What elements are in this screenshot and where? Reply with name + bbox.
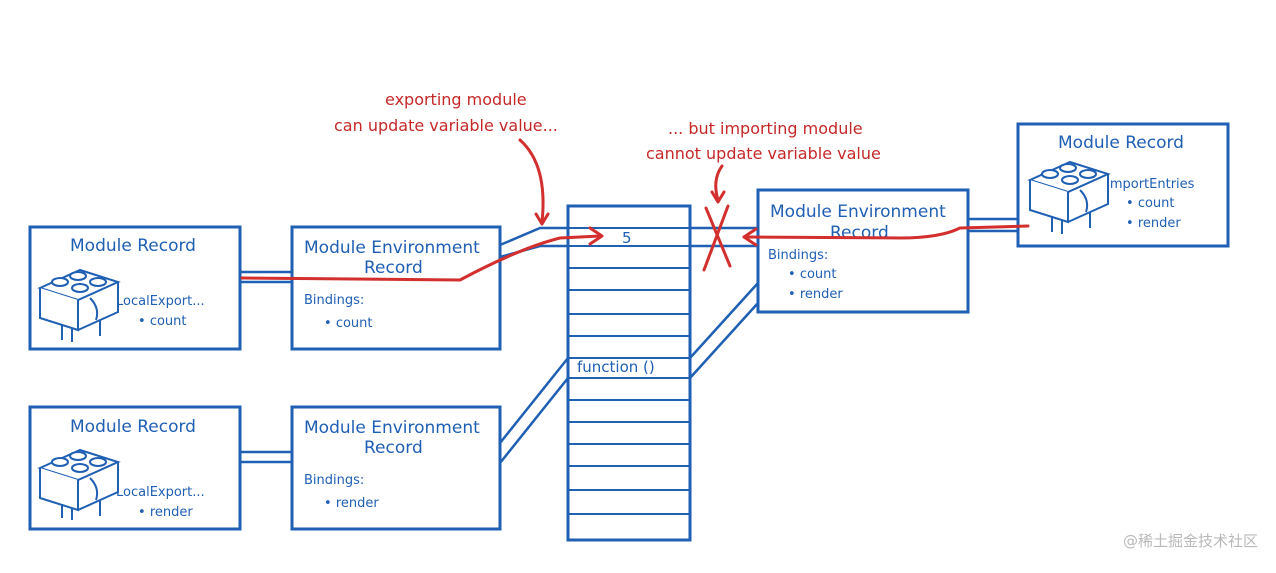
- lego-brick-icon: [37, 448, 121, 520]
- function-slot: function (): [577, 358, 655, 376]
- binding-render: render: [800, 287, 844, 302]
- svg-text:• count: • count: [324, 316, 373, 331]
- export-item-count: count: [150, 314, 187, 329]
- bindings-label: Bindings:: [304, 293, 364, 308]
- import-annotation-line2: cannot update variable value: [646, 144, 881, 163]
- export-item-render: render: [150, 505, 194, 520]
- module-record-title: Module Record: [70, 417, 196, 437]
- export-annotation: exporting module can update variable val…: [334, 90, 558, 226]
- export-flow-arrow: [240, 226, 604, 282]
- import-annotation-line1: ... but importing module: [668, 119, 863, 138]
- watermark: @稀土掘金技术社区: [1122, 532, 1258, 550]
- import-annotation: ... but importing module cannot update v…: [646, 119, 881, 204]
- local-export-label: LocalExport...: [116, 485, 205, 500]
- env-record-right: Module Environment Record Bindings: • co…: [756, 188, 970, 314]
- binding-count: count: [800, 267, 837, 282]
- import-item-count: count: [1138, 196, 1175, 211]
- lego-brick-icon: [1027, 160, 1111, 234]
- blocked-cross-icon: [702, 204, 732, 272]
- import-item-render: render: [1138, 216, 1182, 231]
- bindings-label: Bindings:: [768, 248, 828, 263]
- env-record-title: Module Environment: [770, 202, 946, 222]
- env-record-top-left: Module Environment Record Bindings: • co…: [290, 225, 502, 351]
- bindings-label: Bindings:: [304, 473, 364, 488]
- binding-render: render: [336, 496, 380, 511]
- svg-text:• render: • render: [788, 287, 843, 302]
- module-record-right: Module Record ImportEntries • count • re…: [1016, 122, 1230, 248]
- env-record-title-2: Record: [830, 223, 889, 243]
- module-record-top-left: Module Record LocalExport... • count: [28, 225, 242, 351]
- svg-text:• count: • count: [138, 314, 187, 329]
- env-record-title: Module Environment: [304, 418, 480, 438]
- env-record-title-2: Record: [364, 258, 423, 278]
- lego-brick-icon: [37, 268, 121, 342]
- export-annotation-line2: can update variable value...: [334, 116, 558, 135]
- memory-column: 5 function (): [566, 204, 692, 542]
- memory-value: 5: [622, 229, 632, 247]
- svg-text:• count: • count: [1126, 196, 1175, 211]
- local-export-label: LocalExport...: [116, 294, 205, 309]
- env-record-bottom-left: Module Environment Record Bindings: • re…: [290, 405, 502, 531]
- module-record-title: Module Record: [1058, 133, 1184, 153]
- svg-text:• render: • render: [1126, 216, 1181, 231]
- binding-count: count: [336, 316, 373, 331]
- svg-text:• render: • render: [324, 496, 379, 511]
- module-record-bottom-left: Module Record LocalExport... • render: [28, 405, 242, 531]
- svg-text:• count: • count: [788, 267, 837, 282]
- module-record-title: Module Record: [70, 236, 196, 256]
- import-flow-arrow: [742, 224, 1030, 247]
- env-record-title: Module Environment: [304, 238, 480, 258]
- export-annotation-line1: exporting module: [385, 90, 527, 109]
- svg-text:• render: • render: [138, 505, 193, 520]
- import-entries-label: ImportEntries: [1106, 177, 1195, 192]
- env-record-title-2: Record: [364, 438, 423, 458]
